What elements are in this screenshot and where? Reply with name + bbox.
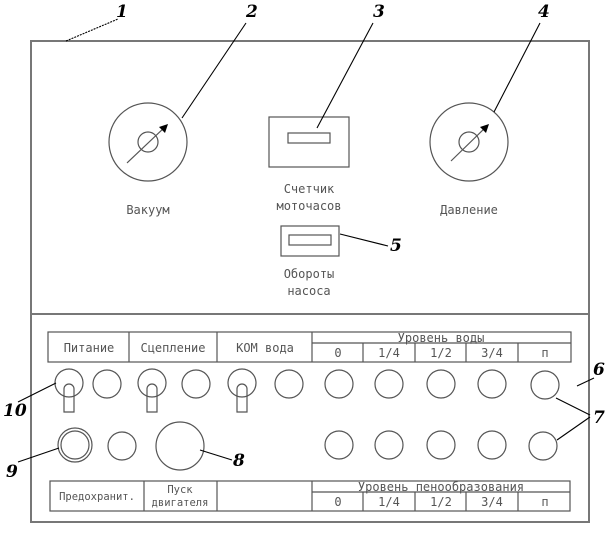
hour-meter-housing	[268, 116, 350, 168]
water-level-lamp-full	[530, 370, 560, 400]
pto-water-toggle-switch[interactable]	[227, 368, 257, 413]
callout-2: 2	[245, 2, 258, 22]
foam-level-0: 0	[334, 495, 341, 509]
water-level-half: 1/2	[430, 346, 452, 360]
vacuum-gauge-hub	[137, 131, 159, 153]
foam-level-title: Уровень пенообразования	[358, 480, 524, 494]
callout-3: 3	[373, 2, 385, 22]
hour-meter-label-line1: Счетчик	[284, 182, 335, 196]
pressure-gauge-needle	[450, 126, 487, 162]
pump-rpm-display	[288, 234, 332, 246]
pump-rpm-counter	[280, 225, 340, 257]
callout-5: 5	[390, 236, 402, 256]
hour-meter-label-line2: моточасов	[276, 199, 341, 213]
toggle-base	[227, 368, 257, 398]
toggle-base	[54, 368, 84, 398]
water-level-quarter: 1/4	[378, 346, 400, 360]
engine-start-label-line2: двигателя	[152, 497, 209, 509]
toggle-lever-icon	[236, 383, 248, 413]
callout-8: 8	[232, 451, 245, 471]
engine-start-label-line1: Пуск	[167, 484, 193, 496]
leader-1	[65, 18, 119, 42]
leader-4	[493, 22, 541, 113]
pressure-label: Давление	[440, 203, 498, 217]
top-label-table: Питание Сцепление КОМ вода Уровень воды …	[47, 331, 572, 363]
vacuum-gauge[interactable]	[108, 102, 188, 182]
pressure-gauge-arrow-icon	[480, 124, 489, 133]
fuse-label: Предохранит.	[59, 491, 135, 503]
foam-level-three-quarter: 3/4	[481, 495, 503, 509]
pressure-gauge[interactable]	[429, 102, 509, 182]
callout-10: 10	[3, 401, 27, 421]
power-toggle-switch[interactable]	[54, 368, 84, 413]
toggle-base	[137, 368, 167, 398]
fuse-inner-ring	[60, 430, 90, 460]
foam-level-lamp-full	[528, 431, 558, 461]
pressure-gauge-dial	[429, 102, 509, 182]
water-level-title: Уровень воды	[398, 331, 485, 345]
pressure-gauge-hub	[458, 131, 480, 153]
vacuum-gauge-dial	[108, 102, 188, 182]
start-indicator-lamp	[107, 431, 137, 461]
callout-1: 1	[116, 2, 128, 22]
water-level-lamp-half	[426, 369, 456, 399]
leader-5	[339, 233, 389, 247]
toggle-lever-icon	[63, 383, 75, 413]
vacuum-gauge-arrow-icon	[159, 124, 168, 133]
fuse-outer-ring	[57, 427, 93, 463]
engine-start-button[interactable]	[155, 421, 205, 471]
clutch-label: Сцепление	[140, 341, 205, 355]
panel-frame	[30, 40, 590, 523]
hour-meter	[268, 116, 350, 168]
water-level-lamp-quarter	[374, 369, 404, 399]
foam-level-half: 1/2	[430, 495, 452, 509]
vacuum-gauge-needle	[126, 126, 166, 164]
foam-level-lamp-three-quarter	[477, 430, 507, 460]
water-level-three-quarter: 3/4	[481, 346, 503, 360]
leader-7b	[556, 416, 591, 441]
clutch-toggle-switch[interactable]	[137, 368, 167, 413]
vacuum-label: Вакуум	[126, 203, 169, 217]
water-level-lamp-0	[324, 369, 354, 399]
pump-rpm-housing	[280, 225, 340, 257]
water-level-0: 0	[334, 346, 341, 360]
water-level-lamp-three-quarter	[477, 369, 507, 399]
callout-7: 7	[593, 408, 605, 428]
pump-rpm-label-line2: насоса	[287, 284, 330, 298]
water-level-full: п	[541, 346, 548, 360]
callout-9: 9	[6, 462, 18, 482]
top-table-frame	[47, 331, 572, 363]
leader-9	[17, 447, 60, 463]
foam-level-quarter: 1/4	[378, 495, 400, 509]
leader-6	[576, 377, 595, 387]
callout-4: 4	[538, 2, 550, 22]
pump-rpm-label-line1: Обороты	[284, 267, 335, 281]
foam-level-lamp-quarter	[374, 430, 404, 460]
hour-meter-display	[287, 132, 331, 144]
leader-8	[199, 449, 233, 461]
leader-10	[17, 382, 57, 403]
clutch-indicator-lamp	[181, 369, 211, 399]
fuse-holder[interactable]	[57, 427, 93, 463]
callout-6: 6	[593, 360, 605, 380]
leader-3	[316, 22, 374, 129]
power-label: Питание	[64, 341, 115, 355]
bottom-table-frame	[49, 480, 571, 512]
toggle-lever-icon	[146, 383, 158, 413]
pto-water-indicator-lamp	[274, 369, 304, 399]
pto-water-label: КОМ вода	[236, 341, 294, 355]
foam-level-lamp-0	[324, 430, 354, 460]
foam-level-full: п	[541, 495, 548, 509]
bottom-label-table: Предохранит. Пуск двигателя Уровень пено…	[49, 480, 571, 512]
foam-level-lamp-half	[426, 430, 456, 460]
power-indicator-lamp	[92, 369, 122, 399]
leader-2	[181, 22, 247, 119]
leader-7a	[555, 397, 591, 416]
